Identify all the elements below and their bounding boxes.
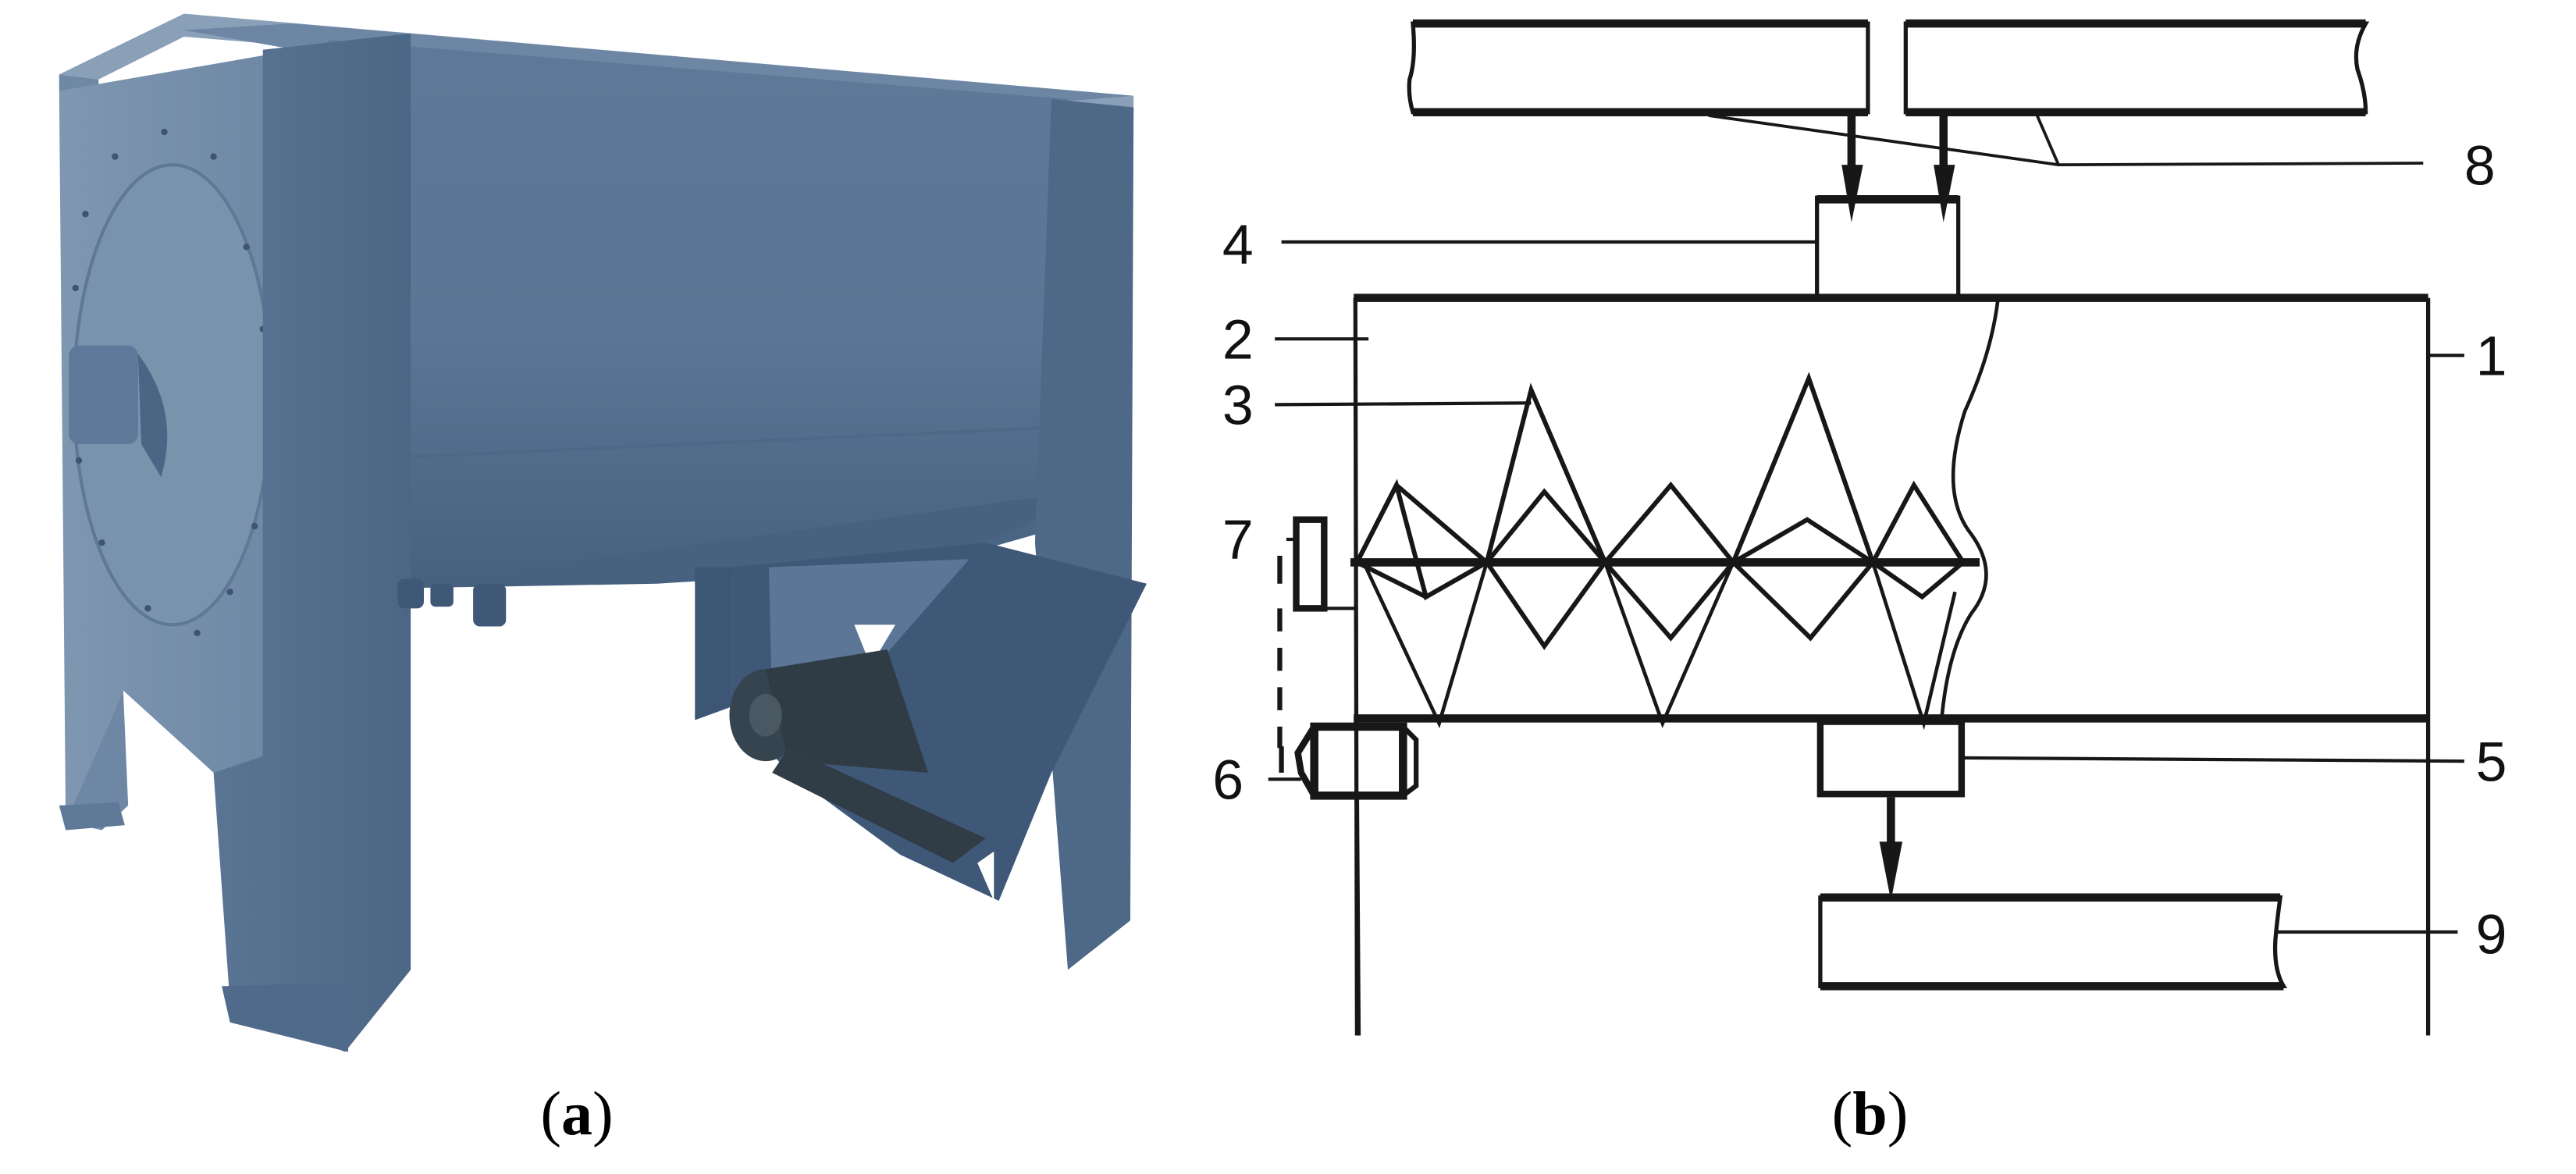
feed-bin-left: [1407, 21, 1870, 115]
callout-2: 2: [1222, 308, 1254, 371]
panel-a-photo: [59, 13, 1147, 1052]
callout-5: 5: [2476, 731, 2507, 793]
callout-3: 3: [1222, 375, 1254, 437]
inlet-hopper: [1815, 195, 1961, 297]
callout-8: 8: [2464, 134, 2496, 197]
electric-motor: [1279, 722, 1419, 1036]
front-left-leg: [66, 690, 129, 831]
mixer-trough: [328, 40, 1068, 589]
callout-9: 9: [2476, 903, 2507, 966]
agitator-ribbon: [1354, 372, 1966, 731]
back-leg: [695, 567, 731, 720]
feed-bin-right: [1903, 21, 2370, 115]
callout-6: 6: [1212, 749, 1244, 811]
caption-b: (b): [1832, 1080, 1909, 1148]
callout-1: 1: [2476, 326, 2507, 388]
front-post: [213, 33, 411, 1052]
break-line: [1940, 301, 2000, 717]
bearing-housing: [69, 345, 138, 444]
output-container: [1818, 895, 2288, 989]
callout-7: 7: [1222, 509, 1254, 571]
drain-valves: [397, 578, 507, 627]
shaft-bearing: [1293, 516, 1328, 612]
outlet-gate: [1816, 718, 1966, 798]
drive-motor: [729, 649, 986, 863]
caption-a: (a): [540, 1080, 613, 1148]
right-post: [1034, 98, 1134, 970]
panel-b-schematic: 8 4 1 2: [1212, 19, 2507, 1036]
callout-4: 4: [1222, 213, 1254, 276]
